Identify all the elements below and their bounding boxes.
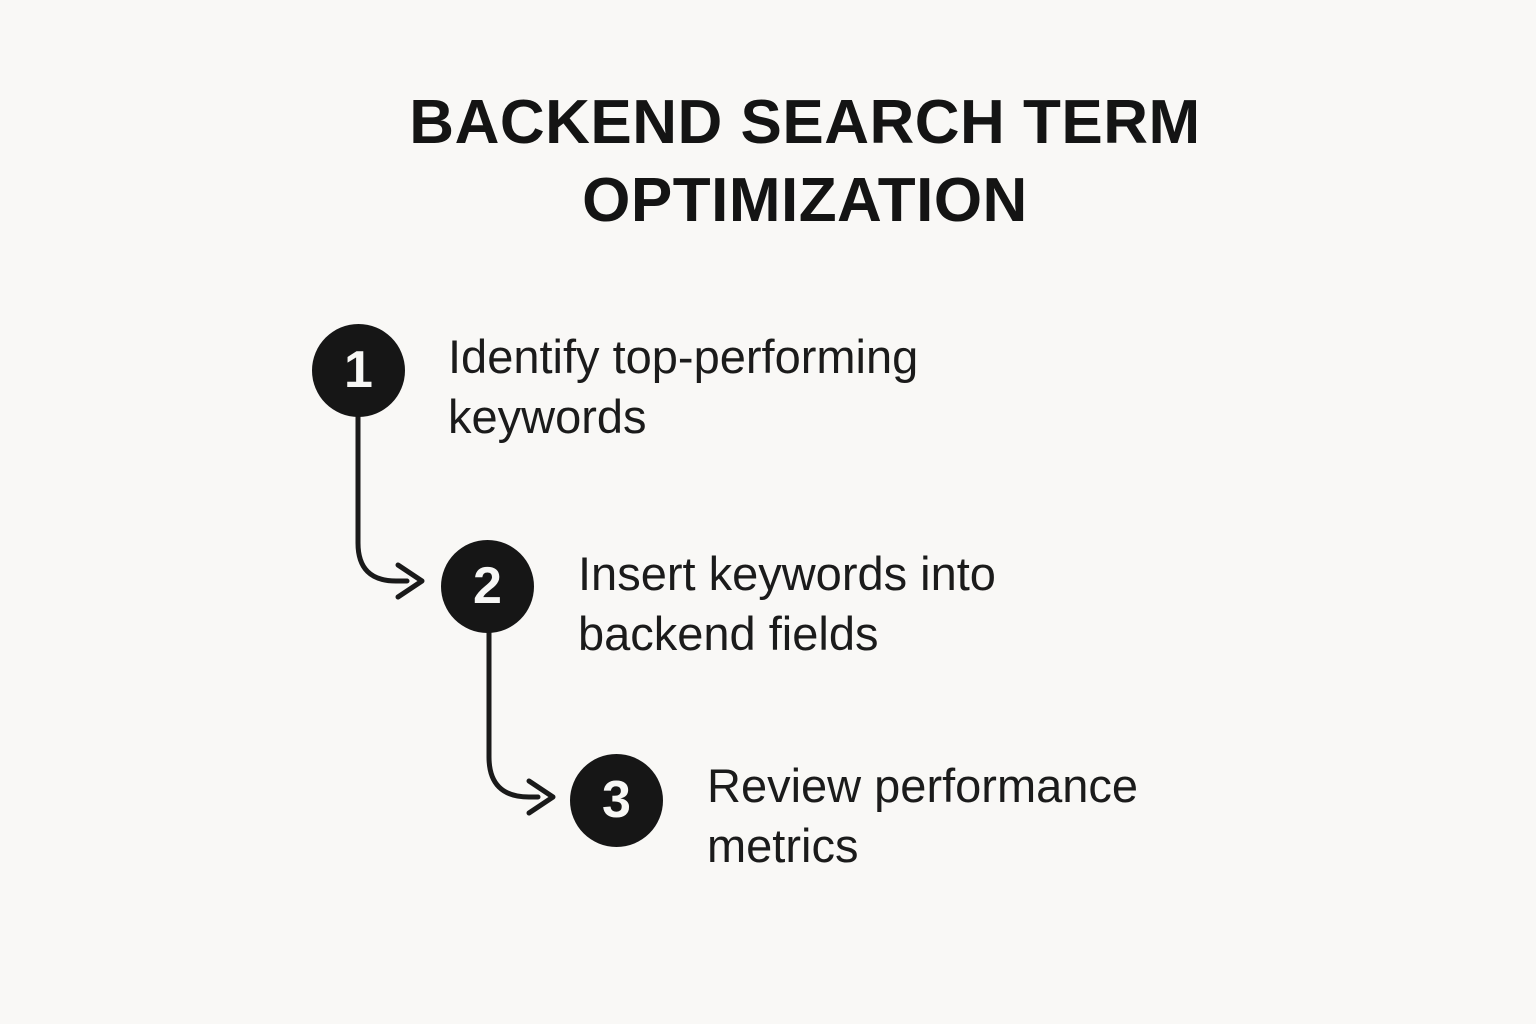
page-title: BACKEND SEARCH TERM OPTIMIZATION (409, 84, 1200, 240)
step-2-label: Insert keywords into backend fields (578, 547, 996, 660)
connector-line (486, 629, 541, 800)
step-3-number: 3 (602, 770, 631, 829)
step-1-number-badge: 1 (312, 324, 405, 417)
step-3-label: Review performance metrics (707, 759, 1139, 872)
step-2-number-badge: 2 (441, 540, 534, 633)
connector-step1-to-step2 (355, 413, 425, 600)
step-2-number: 2 (473, 556, 502, 615)
step-1-number: 1 (344, 340, 373, 399)
connector-step2-to-step3 (486, 629, 556, 816)
page-title-line-1: BACKEND SEARCH TERM (409, 88, 1201, 157)
page-title-line-2: OPTIMIZATION (582, 166, 1028, 235)
step-1-label: Identify top-performing keywords (448, 330, 919, 443)
connector-line (355, 413, 410, 584)
arrowhead-icon (526, 778, 556, 816)
step-3-number-badge: 3 (570, 754, 663, 847)
arrowhead-icon (395, 562, 425, 600)
